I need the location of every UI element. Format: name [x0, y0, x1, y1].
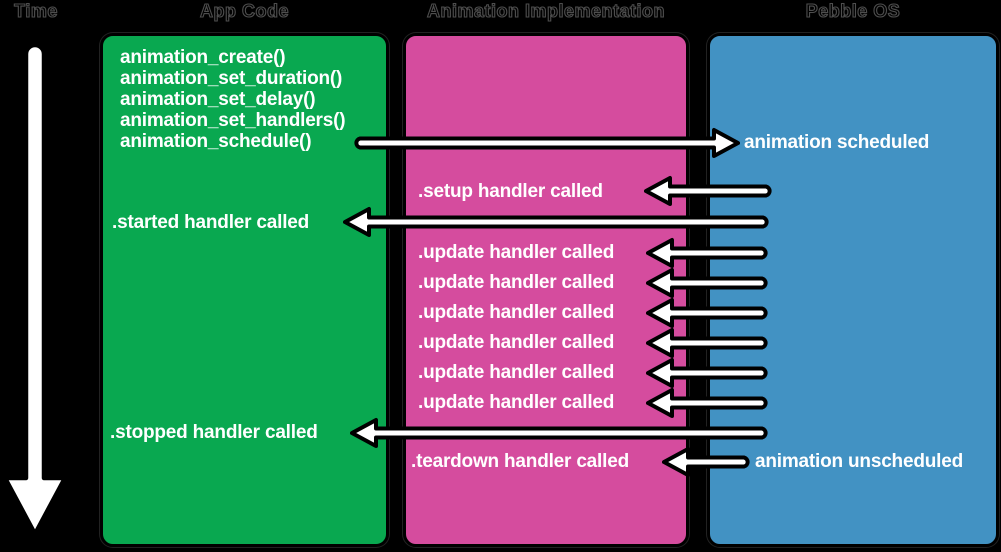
- call-animation-set-handlers: animation_set_handlers(): [120, 110, 346, 131]
- pebble-os-header: Pebble OS: [805, 0, 901, 21]
- call-animation-set-duration: animation_set_duration(): [120, 68, 343, 89]
- app-code-call-list: animation_create() animation_set_duratio…: [120, 47, 346, 152]
- app-code-lane: [100, 33, 389, 547]
- call-animation-create: animation_create(): [120, 47, 286, 68]
- time-arrow-icon: [2, 42, 68, 537]
- update-handler-label-6: .update handler called: [418, 392, 615, 413]
- time-header: Time: [14, 0, 58, 21]
- teardown-handler-label: .teardown handler called: [411, 451, 629, 472]
- animation-unscheduled-label: animation unscheduled: [755, 451, 963, 472]
- animation-implementation-lane: [403, 33, 689, 547]
- call-animation-set-delay: animation_set_delay(): [120, 89, 316, 110]
- animation-implementation-header: Animation Implementation: [426, 0, 665, 21]
- update-handler-label-5: .update handler called: [418, 362, 615, 383]
- stopped-handler-label: .stopped handler called: [110, 422, 318, 443]
- update-handler-label-2: .update handler called: [418, 272, 615, 293]
- call-animation-schedule: animation_schedule(): [120, 131, 312, 152]
- update-handler-label-1: .update handler called: [418, 242, 615, 263]
- update-handler-label-4: .update handler called: [418, 332, 615, 353]
- update-handler-label-3: .update handler called: [418, 302, 615, 323]
- started-handler-label: .started handler called: [112, 212, 310, 233]
- app-code-header: App Code: [199, 0, 289, 21]
- animation-scheduled-label: animation scheduled: [744, 132, 930, 153]
- setup-handler-label: .setup handler called: [418, 181, 603, 202]
